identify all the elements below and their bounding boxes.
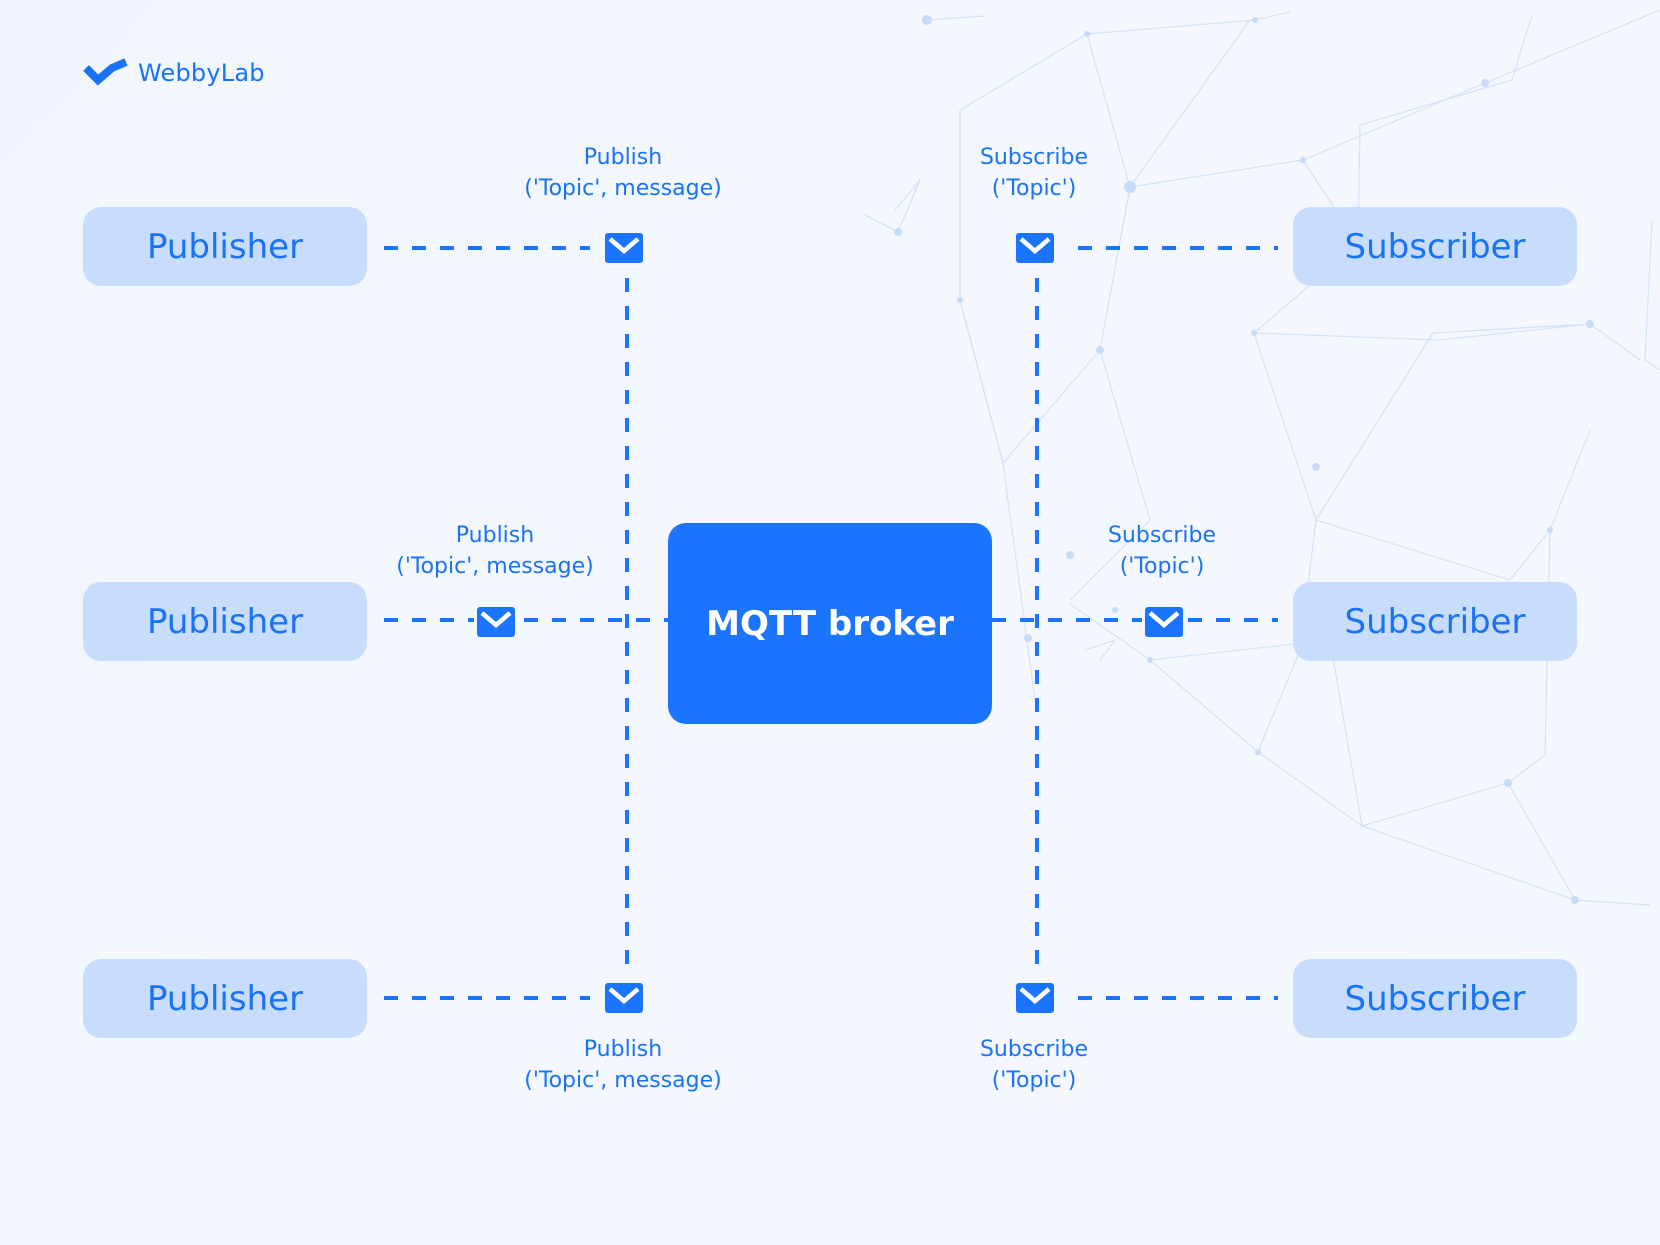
- publisher-label: Publisher: [146, 978, 304, 1019]
- publisher-node-bottom[interactable]: Publisher: [83, 959, 367, 1038]
- mqtt-broker-node[interactable]: MQTT broker: [668, 523, 992, 724]
- subscribe-label-line2: ('Topic'): [1119, 554, 1205, 579]
- subscriber-label: Subscriber: [1344, 226, 1526, 267]
- subscribe-label-line1: Subscribe: [1107, 523, 1217, 548]
- publish-label-line2: ('Topic', message): [396, 554, 594, 579]
- publisher-node-middle[interactable]: Publisher: [83, 582, 367, 661]
- subscribe-label-top: Subscribe ('Topic'): [904, 142, 1164, 204]
- envelope-icon: [1013, 979, 1057, 1017]
- envelope-icon: [1142, 603, 1186, 641]
- subscribe-label-line1: Subscribe: [979, 1037, 1089, 1062]
- envelope-icon: [602, 979, 646, 1017]
- envelope-icon: [602, 229, 646, 267]
- broker-label: MQTT broker: [706, 603, 954, 644]
- subscriber-node-bottom[interactable]: Subscriber: [1293, 959, 1577, 1038]
- publish-label-line2: ('Topic', message): [524, 176, 722, 201]
- subscribe-label-bottom: Subscribe ('Topic'): [904, 1034, 1164, 1096]
- publish-label-bottom: Publish ('Topic', message): [493, 1034, 753, 1096]
- subscribe-label-middle: Subscribe ('Topic'): [1032, 520, 1292, 582]
- publish-label-line1: Publish: [583, 1037, 663, 1062]
- publish-label-line2: ('Topic', message): [524, 1068, 722, 1093]
- webbylab-logo-icon: [83, 58, 128, 86]
- subscribe-label-line1: Subscribe: [979, 145, 1089, 170]
- subscriber-node-top[interactable]: Subscriber: [1293, 207, 1577, 286]
- subscribe-label-line2: ('Topic'): [991, 176, 1077, 201]
- subscribe-label-line2: ('Topic'): [991, 1068, 1077, 1093]
- publish-label-top: Publish ('Topic', message): [493, 142, 753, 204]
- publisher-label: Publisher: [146, 226, 304, 267]
- subscriber-node-middle[interactable]: Subscriber: [1293, 582, 1577, 661]
- publish-label-middle: Publish ('Topic', message): [365, 520, 625, 582]
- envelope-icon: [474, 603, 518, 641]
- envelope-icon: [1013, 229, 1057, 267]
- subscriber-label: Subscriber: [1344, 601, 1526, 642]
- brand-name: WebbyLab: [138, 59, 265, 87]
- publish-label-line1: Publish: [583, 145, 663, 170]
- publish-label-line1: Publish: [455, 523, 535, 548]
- publisher-node-top[interactable]: Publisher: [83, 207, 367, 286]
- webbylab-logo[interactable]: WebbyLab: [82, 58, 265, 88]
- publisher-label: Publisher: [146, 601, 304, 642]
- subscriber-label: Subscriber: [1344, 978, 1526, 1019]
